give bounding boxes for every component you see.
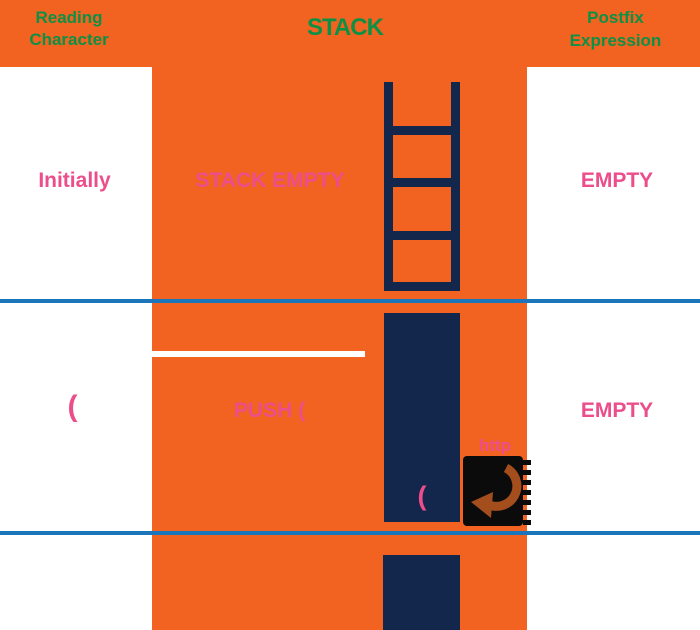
filmstrip-sprocket — [523, 480, 531, 485]
step2-reading-value: ( — [67, 390, 78, 423]
watermark-text: http — [478, 436, 512, 455]
stack-column-title: STACK — [307, 14, 384, 41]
stack-bar-partial — [383, 555, 460, 630]
filmstrip-sprocket — [523, 490, 531, 495]
filmstrip-frame-icon — [463, 456, 523, 526]
step2-stack-action-label: PUSH ( — [233, 399, 306, 422]
right-column-title-line2: Expression — [569, 31, 662, 50]
empty-stack-ladder-icon — [384, 82, 460, 291]
filmstrip-sprocket — [523, 460, 531, 465]
step-divider-line — [0, 299, 700, 303]
step1-stack-action-label: STACK EMPTY — [195, 169, 345, 192]
replay-badge[interactable]: http — [463, 436, 533, 528]
ladder-rung — [384, 178, 460, 187]
ladder-rung — [384, 231, 460, 240]
filmstrip-sprocket — [523, 470, 531, 475]
filmstrip-sprocket — [523, 510, 531, 515]
step1-postfix-value: EMPTY — [580, 169, 654, 192]
stack-bar: ( — [384, 313, 460, 522]
filmstrip-sprocket — [523, 500, 531, 505]
stack-item: ( — [417, 481, 427, 511]
ladder-rung — [384, 126, 460, 135]
step-divider-line — [0, 531, 700, 535]
replay-arrow-icon — [471, 464, 522, 518]
right-column-title-line1: Postfix — [587, 8, 644, 27]
left-column-title-line1: Reading — [35, 8, 103, 27]
top-banner — [0, 0, 700, 67]
step2-underline — [152, 351, 365, 357]
ladder-rung — [384, 282, 460, 291]
step2-postfix-value: EMPTY — [580, 399, 654, 422]
step1-reading-value: Initially — [38, 169, 111, 192]
left-column-title-line2: Character — [29, 30, 109, 49]
stack-column-background — [152, 67, 527, 630]
filmstrip-sprocket — [523, 520, 531, 525]
